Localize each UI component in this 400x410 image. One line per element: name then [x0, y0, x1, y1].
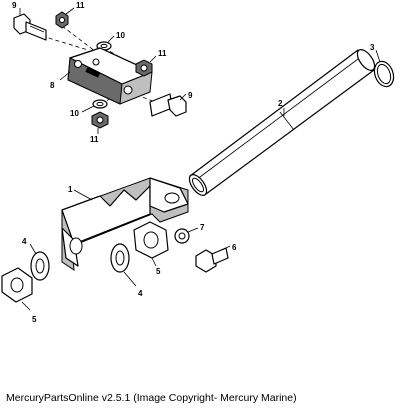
nut-5-left — [1, 267, 33, 311]
nut-11-lower — [91, 111, 109, 134]
callout-1: 1 — [68, 185, 73, 194]
callout-8: 8 — [50, 81, 55, 90]
ring-3 — [373, 49, 395, 88]
star-washer-7 — [174, 227, 199, 244]
lock-washer-4-center — [110, 243, 137, 287]
copyright-caption: MercuryPartsOnline v2.5.1 (Image Copyrig… — [6, 392, 297, 404]
callout-5-left: 5 — [32, 315, 37, 324]
callout-9-top: 9 — [12, 1, 17, 10]
tube-2 — [188, 49, 376, 196]
callout-5-center: 5 — [156, 267, 161, 276]
bolt-9-top — [13, 8, 47, 41]
washer-10-lower — [81, 99, 108, 113]
callout-3: 3 — [370, 43, 375, 52]
clamp-block-8 — [59, 47, 153, 105]
callout-11-lower: 11 — [90, 135, 99, 144]
callout-4-center: 4 — [138, 289, 143, 298]
nut-11-top — [55, 7, 75, 29]
callout-10-lower: 10 — [70, 109, 79, 118]
callout-9-lower: 9 — [188, 91, 193, 100]
bolt-9-lower — [149, 93, 187, 117]
callout-2: 2 — [278, 99, 283, 108]
callout-7: 7 — [200, 223, 205, 232]
callout-11-top: 11 — [76, 1, 85, 10]
lock-washer-4-left — [29, 243, 50, 281]
callout-6: 6 — [232, 243, 237, 252]
nut-11-right — [135, 55, 157, 77]
nut-5-center — [133, 221, 169, 267]
bracket-1 — [61, 177, 189, 271]
callout-10-top: 10 — [116, 31, 125, 40]
callout-4-left: 4 — [22, 237, 27, 246]
bolt-6 — [195, 245, 231, 273]
callout-labels: 9 11 10 11 8 9 10 11 3 2 1 7 6 4 5 4 5 — [12, 1, 375, 324]
callout-11-right: 11 — [158, 49, 167, 58]
